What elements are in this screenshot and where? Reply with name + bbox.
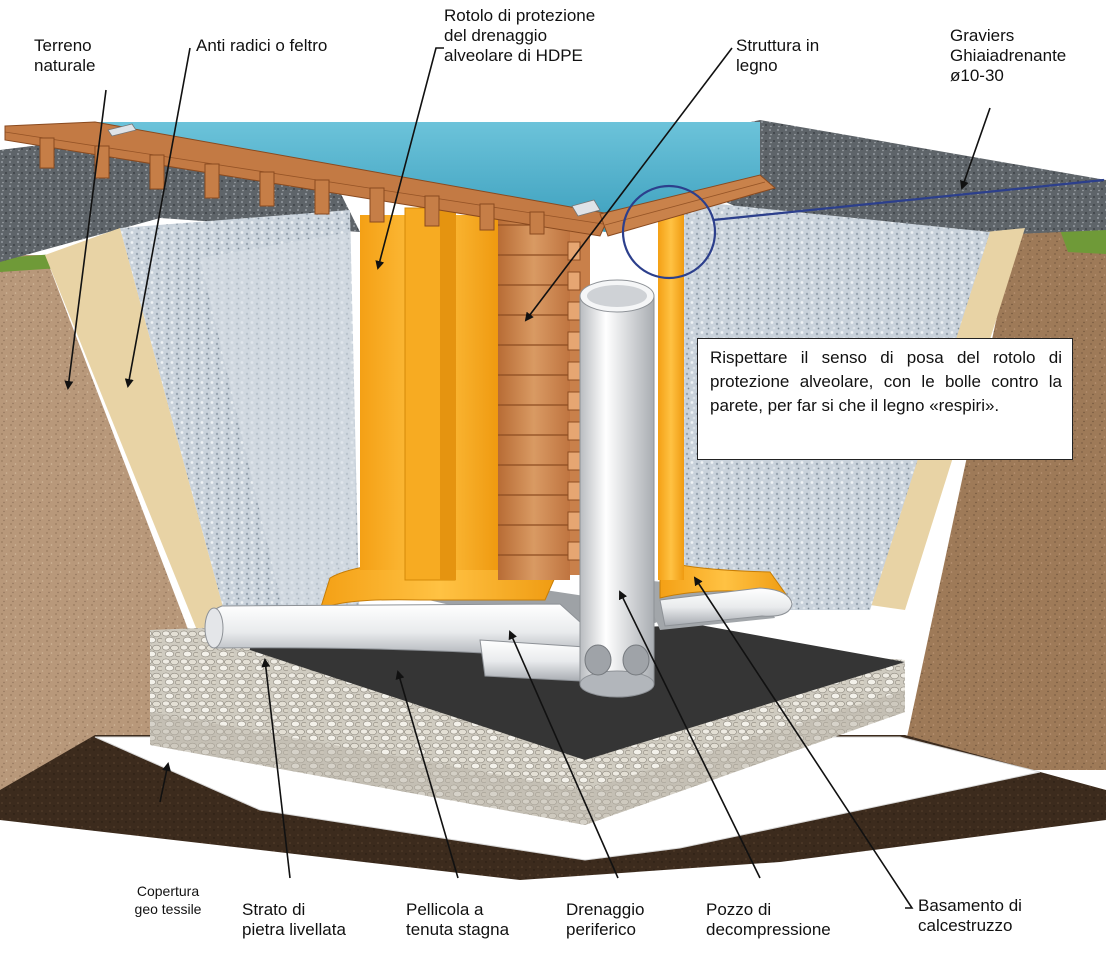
label-pellicola: Pellicola a tenuta stagna <box>406 900 510 939</box>
arrow-basamento <box>693 576 914 909</box>
callout-line <box>712 178 1105 222</box>
arrow-terreno <box>64 89 107 390</box>
arrow-copertura <box>159 762 171 803</box>
drain-gravel-left-face <box>200 232 358 640</box>
leveled-stone-front <box>150 690 905 825</box>
arrow-rotolo <box>375 47 444 270</box>
metal-bracket-corner <box>571 199 601 217</box>
arrow-pellicola <box>395 670 459 879</box>
decompression-well <box>579 295 655 685</box>
label-struttura-legno: Struttura in legno <box>736 36 820 75</box>
felt-left <box>45 228 232 650</box>
arrow-strato <box>261 658 291 879</box>
wood-coping-right <box>599 174 777 237</box>
waterproof-film <box>250 625 905 760</box>
callout-circle <box>621 184 717 280</box>
label-graviers: Graviers Ghiaiadrenante ø10-30 <box>950 26 1067 85</box>
arrow-anti-radici <box>124 47 191 388</box>
label-rotolo-protezione: Rotolo di protezione del drenaggio alveo… <box>444 6 596 65</box>
label-pozzo: Pozzo di decompressione <box>706 900 831 939</box>
wood-wall <box>498 200 570 580</box>
arrow-pozzo <box>619 590 761 879</box>
arrow-struttura <box>524 47 733 322</box>
label-drenaggio-periferico: Drenaggio periferico <box>566 900 645 939</box>
grass-left <box>0 254 60 272</box>
perimeter-drain-pipe-right <box>659 587 793 627</box>
label-basamento: Basamento di calcestruzzo <box>918 896 1022 935</box>
label-anti-radici: Anti radici o feltro <box>196 36 328 55</box>
hdpe-sheet-right <box>658 200 684 580</box>
grass-right <box>1060 228 1106 254</box>
arrow-drenaggio <box>508 630 619 879</box>
arrow-graviers <box>960 107 991 190</box>
label-strato-pietra: Strato di pietra livellata <box>242 900 346 939</box>
installation-note-box: Rispettare il senso di posa del rotolo d… <box>697 338 1073 460</box>
label-terreno-naturale: Terreno naturale <box>34 36 96 75</box>
label-copertura: Copertura geo tessile <box>134 883 202 917</box>
metal-bracket-left <box>107 123 137 137</box>
